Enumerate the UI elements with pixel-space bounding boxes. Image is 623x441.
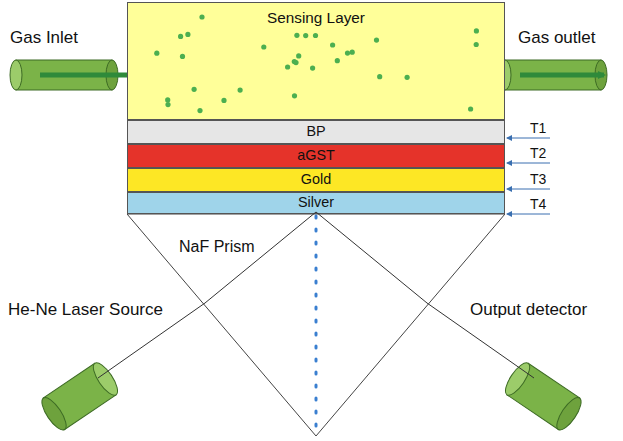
laser-source xyxy=(38,359,122,433)
output-detector xyxy=(501,359,585,433)
thickness-label: T1 xyxy=(530,120,546,136)
thickness-arrows xyxy=(507,138,550,214)
agst-layer: aGST xyxy=(127,144,505,168)
node-text: Gold xyxy=(128,172,504,186)
laser-label: He-Ne Laser Source xyxy=(8,300,163,320)
node-text: BP xyxy=(128,124,504,138)
silver-layer: Silver xyxy=(127,192,505,214)
bp-layer: BP xyxy=(127,120,505,144)
detector-label: Output detector xyxy=(470,300,587,320)
node-text: aGST xyxy=(128,148,504,162)
thickness-label: T3 xyxy=(530,171,546,187)
thickness-label: T4 xyxy=(530,196,546,212)
node-text: NaF Prism xyxy=(177,238,257,256)
node-text: Sensing Layer xyxy=(128,9,504,27)
sensing-layer: Sensing Layer xyxy=(127,2,505,120)
thickness-label: T2 xyxy=(530,145,546,161)
naf-prism: NaF Prism xyxy=(127,214,505,436)
node-text: Silver xyxy=(128,195,504,209)
gas-outlet-label: Gas outlet xyxy=(518,28,596,48)
gas-molecules xyxy=(154,14,479,113)
outlet-pipe xyxy=(499,60,607,90)
gas-inlet-label: Gas Inlet xyxy=(10,28,78,48)
gold-layer: Gold xyxy=(127,168,505,192)
